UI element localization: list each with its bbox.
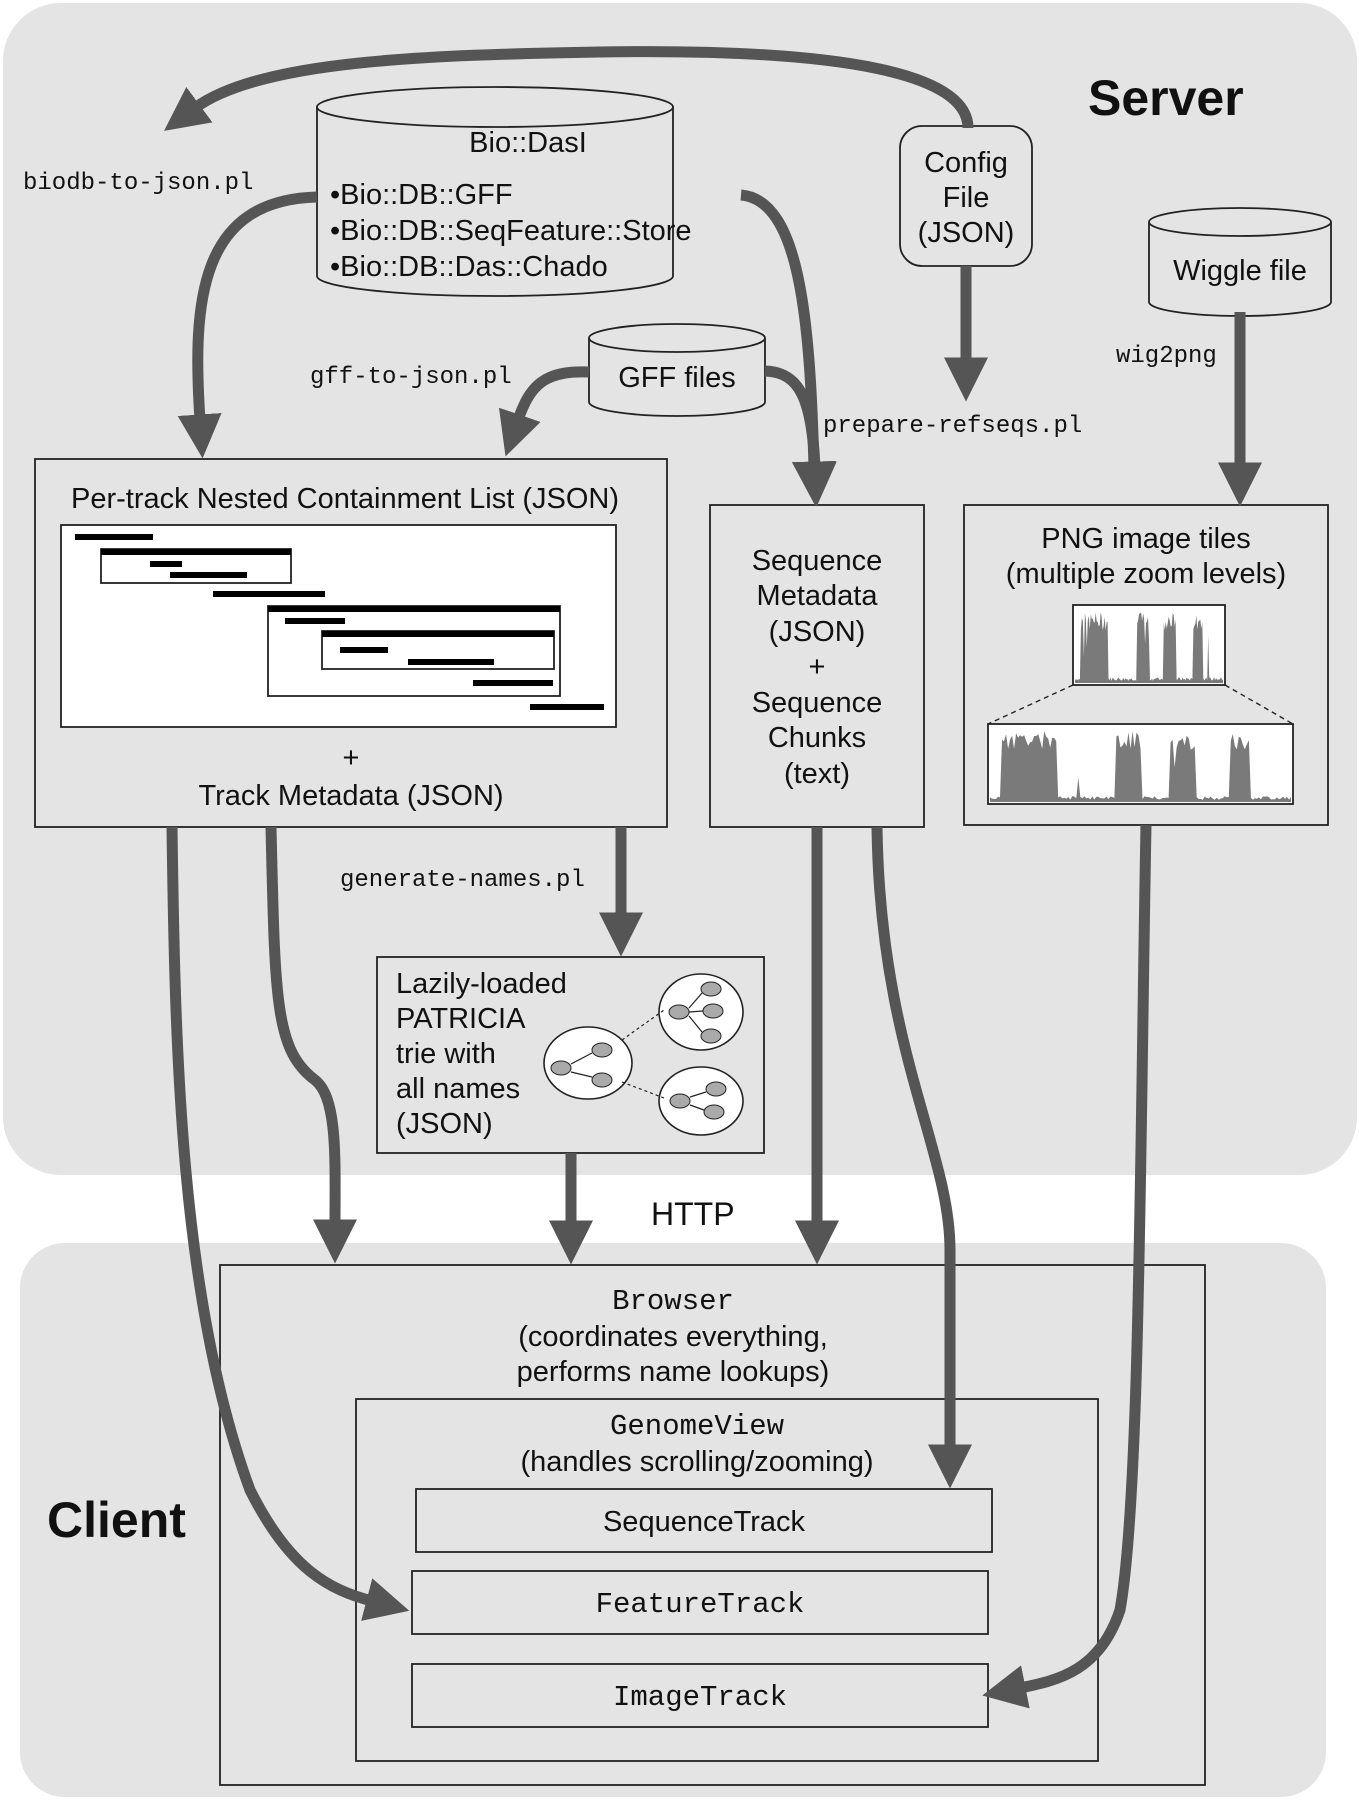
names-line: PATRICIA: [396, 1003, 526, 1035]
wiggle-label: Wiggle file: [1173, 255, 1307, 287]
arrow-nclist-to-browser: [265, 826, 358, 1264]
arrow-biodas-to-nclist: [177, 191, 318, 459]
arrow-sequence-to-sequencetrack: [871, 826, 972, 1489]
nclist-plus: +: [343, 742, 360, 774]
sequence-line: (JSON): [769, 616, 866, 648]
prepare-refseqs-label: prepare-refseqs.pl: [823, 413, 1082, 440]
browser-name: Browser: [612, 1285, 734, 1318]
gff-to-json-label: gff-to-json.pl: [310, 364, 512, 391]
names-line: trie with: [396, 1038, 496, 1070]
names-trie-box: Lazily-loaded PATRICIA trie with all nam…: [376, 956, 765, 1154]
nclist-title: Per-track Nested Containment List (JSON): [71, 483, 619, 515]
sequence-line: (text): [784, 758, 850, 790]
names-line: all names: [396, 1073, 520, 1105]
names-line: (JSON): [396, 1108, 493, 1140]
trie-illustration: [543, 973, 744, 1136]
http-label: HTTP: [651, 1196, 735, 1232]
nclist-subtitle: Track Metadata (JSON): [198, 780, 503, 812]
biodas-database: Bio::DasI •Bio::DB::GFF •Bio::DB::SeqFea…: [316, 86, 692, 297]
arrow-png-to-imagetrack: [982, 824, 1152, 1709]
wiggle-file: Wiggle file: [1148, 207, 1332, 317]
png-line: (multiple zoom levels): [1006, 558, 1286, 590]
arrow-config-to-biodb-label: [164, 46, 974, 131]
biodb-to-json-label: biodb-to-json.pl: [23, 170, 253, 197]
config-line: File: [943, 182, 990, 214]
nclist-bars: [75, 534, 604, 710]
generate-names-label: generate-names.pl: [340, 867, 585, 894]
wig2png-label: wig2png: [1116, 343, 1217, 370]
server-label: Server: [1088, 70, 1244, 126]
names-line: Lazily-loaded: [396, 968, 567, 1000]
biodas-item: •Bio::DB::Das::Chado: [330, 251, 608, 283]
config-line: Config: [924, 147, 1008, 179]
client-label: Client: [47, 1492, 186, 1548]
arrows: [164, 46, 1262, 1709]
biodas-title: Bio::DasI: [469, 127, 587, 159]
sequence-line: Metadata: [757, 580, 879, 612]
sequence-track-label: SequenceTrack: [603, 1506, 806, 1538]
genomeview-desc: (handles scrolling/zooming): [521, 1446, 874, 1478]
sequence-line: +: [809, 651, 826, 683]
arrow-gff-to-sequence: [764, 365, 837, 507]
gff-label: GFF files: [618, 362, 736, 394]
image-track-label: ImageTrack: [613, 1681, 787, 1714]
biodas-item: •Bio::DB::SeqFeature::Store: [330, 215, 692, 247]
arrow-gff-to-nclist: [498, 366, 590, 457]
browser-desc: (coordinates everything,: [518, 1321, 828, 1353]
server-region: [3, 3, 1357, 1175]
png-tile-small-signal: [1075, 612, 1223, 683]
config-line: (JSON): [918, 217, 1015, 249]
feature-track-label: FeatureTrack: [596, 1588, 805, 1621]
config-file: Config File (JSON): [899, 125, 1033, 267]
png-tiles-box: PNG image tiles (multiple zoom levels): [963, 504, 1329, 826]
feature-track-box: FeatureTrack: [411, 1570, 989, 1635]
biodas-item: •Bio::DB::GFF: [330, 179, 513, 211]
sequence-box: Sequence Metadata (JSON) + Sequence Chun…: [709, 504, 925, 828]
sequence-line: Sequence: [752, 545, 883, 577]
png-tile-large-signal: [990, 731, 1291, 802]
sequence-line: Sequence: [752, 687, 883, 719]
png-line: PNG image tiles: [1041, 523, 1251, 555]
sequence-track-box: SequenceTrack: [415, 1488, 993, 1553]
sequence-line: Chunks: [768, 722, 866, 754]
browser-desc: performs name lookups): [517, 1356, 830, 1388]
nclist-box: Per-track Nested Containment List (JSON)…: [34, 458, 668, 828]
genomeview-name: GenomeView: [610, 1410, 785, 1443]
image-track-box: ImageTrack: [411, 1663, 989, 1728]
gff-files: GFF files: [588, 323, 766, 417]
arrow-nclist-to-featuretrack: [166, 826, 410, 1621]
